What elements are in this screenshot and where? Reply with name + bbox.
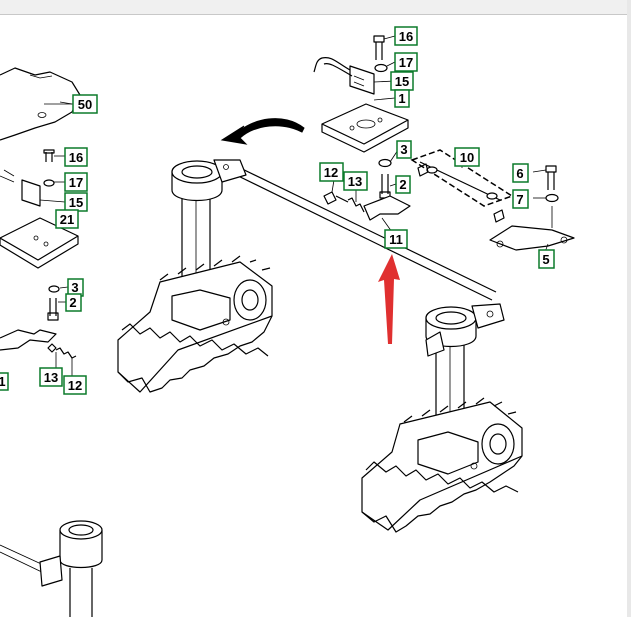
callout-2a[interactable]: 2 — [395, 175, 411, 194]
svg-text:16: 16 — [399, 29, 413, 44]
svg-text:11: 11 — [389, 232, 403, 247]
svg-text:2: 2 — [399, 177, 406, 192]
callout-50[interactable]: 50 — [72, 94, 98, 114]
callout-12a[interactable]: 12 — [319, 162, 344, 182]
main-assembly — [117, 159, 523, 533]
svg-text:12: 12 — [68, 378, 82, 393]
callout-1a[interactable]: 1 — [394, 89, 410, 108]
svg-text:1: 1 — [0, 374, 6, 389]
svg-text:10: 10 — [460, 150, 474, 165]
callout-21[interactable]: 21 — [55, 209, 79, 229]
callout-13b[interactable]: 13 — [39, 367, 63, 387]
callout-11[interactable]: 11 — [384, 229, 408, 249]
svg-text:17: 17 — [69, 175, 83, 190]
callout-10[interactable]: 10 — [454, 147, 480, 167]
callout-16a[interactable]: 16 — [394, 26, 418, 46]
callout-16b[interactable]: 16 — [64, 147, 88, 167]
callout-13a[interactable]: 13 — [343, 171, 368, 191]
svg-text:17: 17 — [399, 55, 413, 70]
callout-17b[interactable]: 17 — [64, 172, 88, 192]
svg-text:1: 1 — [398, 91, 405, 106]
svg-text:7: 7 — [516, 192, 523, 207]
callout-15a[interactable]: 15 — [390, 71, 414, 91]
svg-text:16: 16 — [69, 150, 83, 165]
svg-text:15: 15 — [69, 195, 83, 210]
callout-15b[interactable]: 15 — [64, 192, 88, 212]
callout-7[interactable]: 7 — [512, 189, 529, 209]
svg-text:12: 12 — [324, 165, 338, 180]
callout-5[interactable]: 5 — [538, 249, 555, 269]
viewer-scrollbar[interactable] — [627, 0, 631, 617]
svg-text:5: 5 — [542, 252, 549, 267]
svg-text:50: 50 — [78, 97, 92, 112]
svg-text:2: 2 — [69, 295, 76, 310]
svg-text:13: 13 — [44, 370, 58, 385]
callout-6[interactable]: 6 — [512, 163, 529, 183]
svg-text:15: 15 — [395, 74, 409, 89]
rotation-arrow — [220, 118, 305, 145]
callout-12b[interactable]: 12 — [63, 375, 87, 395]
exploded-parts — [39, 35, 575, 376]
svg-text:6: 6 — [516, 166, 523, 181]
callout-2b[interactable]: 2 — [65, 293, 82, 312]
svg-text:3: 3 — [400, 142, 407, 157]
svg-text:13: 13 — [348, 174, 362, 189]
svg-text:3: 3 — [71, 280, 78, 295]
callout-3a[interactable]: 3 — [396, 140, 412, 159]
svg-text:21: 21 — [60, 212, 74, 227]
callout-17a[interactable]: 17 — [394, 52, 418, 72]
viewer-toolbar — [0, 0, 631, 15]
red-pointer-arrow — [378, 254, 400, 344]
callout-1b[interactable]: 1 — [0, 372, 9, 391]
